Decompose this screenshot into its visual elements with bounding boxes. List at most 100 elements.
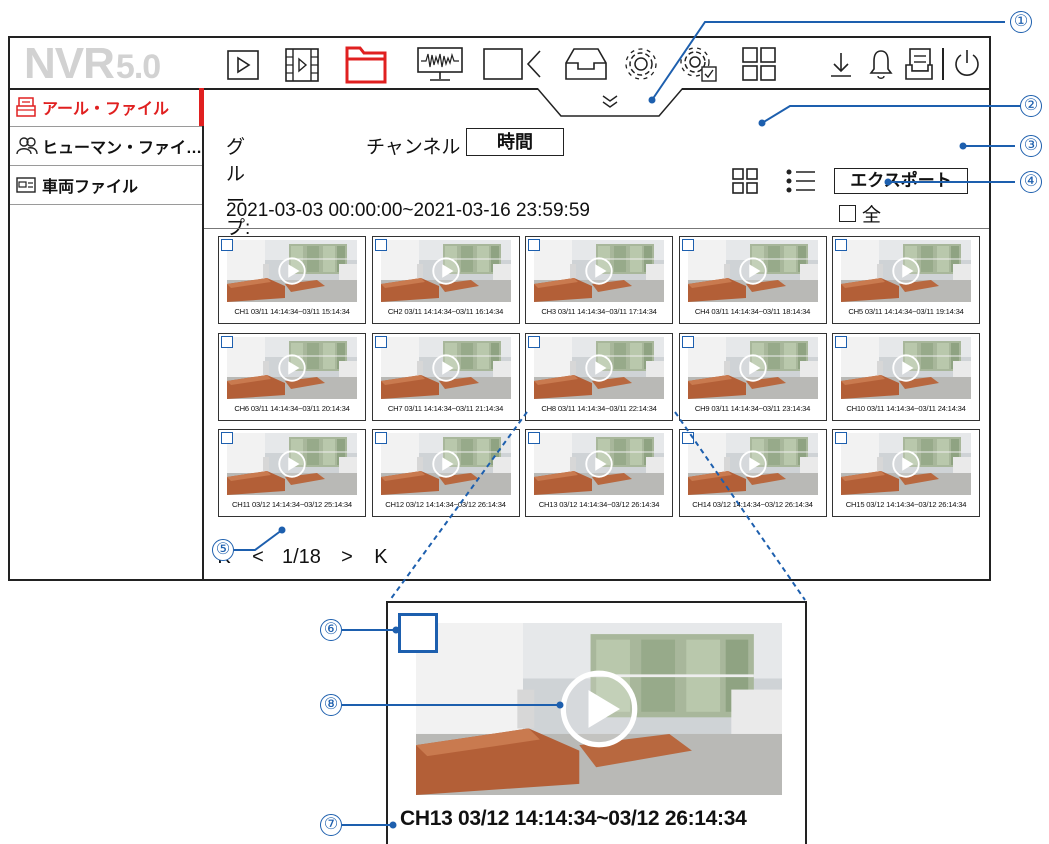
video-preview[interactable]: [687, 240, 818, 302]
document-icon[interactable]: [904, 45, 934, 83]
play-icon: [563, 673, 634, 744]
callout-6: ⑥: [320, 619, 342, 641]
callout-8: ⑧: [320, 694, 342, 716]
folder-icon[interactable]: [344, 42, 388, 86]
thumbnail-caption: CH9 03/11 14:14:34~03/11 23:14:34: [694, 403, 811, 413]
video-thumbnail[interactable]: CH5 03/11 14:14:34~03/11 19:14:34: [832, 236, 980, 324]
video-preview[interactable]: [227, 336, 357, 399]
thumbnail-caption: CH1 03/11 14:14:34~03/11 15:14:34: [234, 307, 350, 316]
video-thumbnail[interactable]: CH3 03/11 14:14:34~03/11 17:14:34: [525, 236, 673, 324]
select-checkbox[interactable]: [528, 239, 540, 251]
select-checkbox[interactable]: [681, 335, 694, 348]
sidebar-item-human-files[interactable]: ヒューマン・ファイ…: [10, 127, 202, 166]
time-button[interactable]: 時間: [466, 128, 564, 156]
video-thumbnail[interactable]: CH15 03/12 14:14:34~03/12 26:14:34: [832, 429, 980, 517]
page-indicator: 1/18: [282, 546, 321, 568]
thumbnail-caption: CH13 03/12 14:14:34~03/12 26:14:34: [538, 500, 660, 509]
callout-1: ①: [1010, 11, 1032, 33]
tray-icon[interactable]: [564, 45, 608, 83]
video-thumbnail[interactable]: CH12 03/12 14:14:34~03/12 26:14:34: [371, 429, 520, 517]
next-page-button[interactable]: >: [341, 546, 353, 568]
list-view-icon[interactable]: [786, 168, 816, 194]
thumbnail-caption: CH10 03/11 14:14:34~03/11 24:14:34: [846, 403, 966, 413]
power-icon[interactable]: [952, 45, 982, 83]
stack-file-icon: [16, 97, 38, 117]
video-preview[interactable]: [687, 433, 818, 495]
video-preview[interactable]: [687, 336, 818, 399]
video-thumbnail[interactable]: CH10 03/11 14:14:34~03/11 24:14:34: [832, 332, 980, 421]
select-checkbox[interactable]: [221, 239, 233, 251]
video-preview[interactable]: [841, 240, 971, 302]
video-thumbnail[interactable]: CH9 03/11 14:14:34~03/11 23:14:34: [678, 332, 827, 421]
channel-option[interactable]: チャンネル: [366, 137, 461, 158]
sidebar-item-vehicle-files[interactable]: 車両ファイル: [10, 166, 202, 205]
thumbnail-caption: CH8 03/11 14:14:34~03/11 22:14:34: [541, 403, 657, 413]
video-preview[interactable]: [534, 240, 664, 302]
video-thumbnail[interactable]: CH1 03/11 14:14:34~03/11 15:14:34: [218, 236, 366, 324]
video-thumbnail[interactable]: CH11 03/12 14:14:34~03/12 25:14:34: [218, 429, 366, 517]
callout-5: ⑤: [212, 539, 234, 561]
select-checkbox[interactable]: [528, 432, 540, 444]
date-range: 2021-03-03 00:00:00~2021-03-16 23:59:59: [226, 200, 590, 221]
collapse-toolbar-tab[interactable]: [537, 88, 683, 118]
download-icon[interactable]: [828, 45, 854, 83]
divider: [204, 228, 989, 229]
monitor-wave-icon[interactable]: [416, 45, 464, 83]
callout-7: ⑦: [320, 814, 342, 836]
select-checkbox[interactable]: [681, 432, 694, 444]
select-checkbox[interactable]: [835, 239, 847, 251]
thumbnail-caption: CH4 03/11 14:14:34~03/11 18:14:34: [694, 307, 811, 316]
video-preview[interactable]: [227, 433, 357, 495]
sidebar: アール・ファイル ヒューマン・ファイ… 車両ファイル: [10, 88, 204, 579]
select-checkbox[interactable]: [835, 335, 847, 348]
select-checkbox[interactable]: [221, 335, 233, 348]
system-gear-icon[interactable]: [678, 45, 718, 83]
prev-page-button[interactable]: <: [252, 546, 264, 568]
sidebar-item-label: ヒューマン・ファイ…: [42, 140, 203, 157]
bell-icon[interactable]: [868, 45, 894, 83]
zoomed-thumbnail: CH13 03/12 14:14:34~03/12 26:14:34: [386, 601, 807, 844]
select-checkbox[interactable]: [374, 335, 387, 348]
people-icon: [16, 136, 38, 156]
video-thumbnail[interactable]: CH13 03/12 14:14:34~03/12 26:14:34: [525, 429, 673, 517]
playback-icon[interactable]: [226, 45, 260, 83]
pagination: K < 1/18 > K: [214, 546, 405, 569]
video-preview[interactable]: [416, 623, 782, 795]
last-page-button[interactable]: K: [374, 546, 388, 568]
thumbnail-caption: CH12 03/12 14:14:34~03/12 26:14:34: [385, 500, 506, 509]
select-checkbox[interactable]: [835, 432, 847, 444]
video-thumbnail[interactable]: CH7 03/11 14:14:34~03/11 21:14:34: [371, 332, 520, 421]
video-thumbnail[interactable]: CH14 03/12 14:14:34~03/12 26:14:34: [678, 429, 827, 517]
top-nav-bar: NVR5.0: [10, 38, 989, 90]
callout-4: ④: [1020, 171, 1042, 193]
video-thumbnail[interactable]: CH2 03/11 14:14:34~03/11 16:14:34: [371, 236, 520, 324]
video-preview[interactable]: [380, 336, 511, 399]
thumbnail-caption: CH7 03/11 14:14:34~03/11 21:14:34: [387, 403, 504, 413]
select-checkbox[interactable]: [374, 432, 387, 444]
video-thumbnail[interactable]: CH8 03/11 14:14:34~03/11 22:14:34: [525, 332, 673, 421]
select-checkbox[interactable]: [221, 432, 233, 444]
thumbnail-caption: CH3 03/11 14:14:34~03/11 17:14:34: [541, 307, 657, 316]
select-checkbox[interactable]: [681, 239, 694, 251]
select-checkbox[interactable]: [398, 613, 438, 653]
sidebar-item-r-files[interactable]: アール・ファイル: [10, 88, 204, 127]
select-checkbox[interactable]: [374, 239, 387, 251]
grid-icon[interactable]: [740, 45, 778, 83]
video-preview[interactable]: [841, 433, 971, 495]
video-preview[interactable]: [380, 433, 511, 495]
video-thumbnail[interactable]: CH6 03/11 14:14:34~03/11 20:14:34: [218, 332, 366, 421]
export-button[interactable]: エクスポート: [834, 168, 968, 194]
film-icon[interactable]: [284, 45, 320, 83]
video-preview[interactable]: [534, 433, 664, 495]
video-preview[interactable]: [227, 240, 357, 302]
select-checkbox[interactable]: [528, 335, 540, 348]
video-thumbnail[interactable]: CH4 03/11 14:14:34~03/11 18:14:34: [678, 236, 827, 324]
camera-icon[interactable]: [482, 45, 546, 83]
gear-icon[interactable]: [622, 45, 660, 83]
select-all-checkbox[interactable]: 全: [839, 200, 881, 227]
grid-view-icon[interactable]: [732, 168, 758, 194]
video-preview[interactable]: [534, 336, 664, 399]
video-preview[interactable]: [380, 240, 511, 302]
video-preview[interactable]: [841, 336, 971, 399]
thumbnail-caption: CH15 03/12 14:14:34~03/12 26:14:34: [845, 500, 967, 509]
